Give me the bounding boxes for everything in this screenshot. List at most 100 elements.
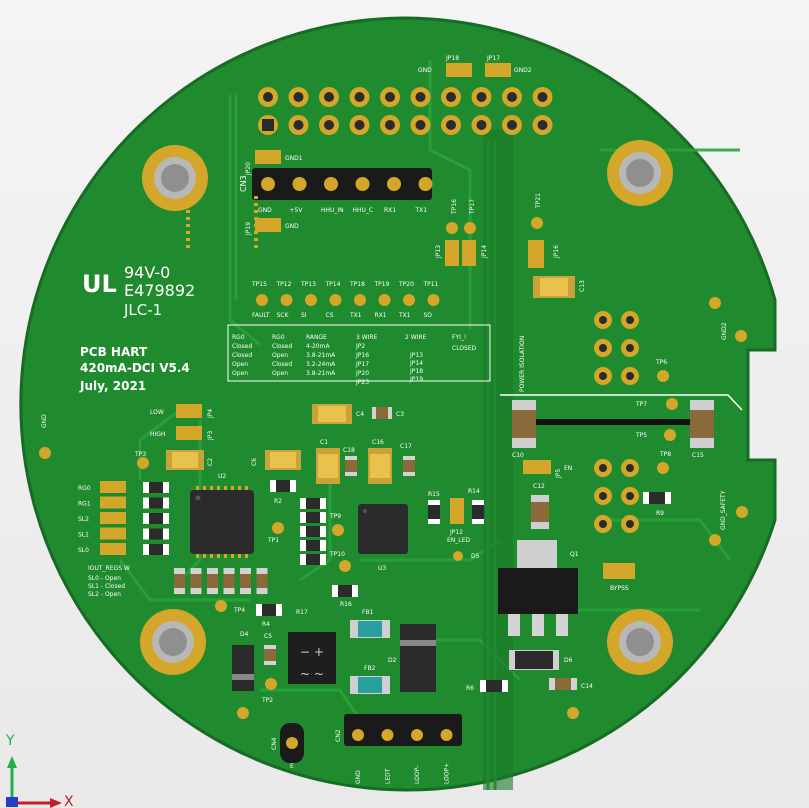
header-pin-hole <box>385 92 395 102</box>
jp20-ref: JP20 <box>245 162 252 176</box>
c13-ref: C13 <box>579 280 586 292</box>
jp20-net: GND1 <box>285 155 303 162</box>
ic-pin <box>254 196 258 199</box>
u3-ref: U3 <box>378 565 386 572</box>
fb2-ref: FB2 <box>364 665 376 672</box>
jumper-jp20: JP20 GND1 <box>245 150 303 176</box>
testpoint-tp16: TP16 <box>446 199 458 234</box>
c4-ref: C4 <box>356 411 364 418</box>
r16-ref: R16 <box>340 601 352 608</box>
ic-pin <box>254 217 258 220</box>
capacitor-c14: C14 <box>549 678 593 690</box>
tp8-ref: TP8 <box>659 451 671 458</box>
cn3-pin <box>292 177 307 191</box>
testpoint-label: CS <box>326 312 334 319</box>
cn2-ref: CN2 <box>335 729 342 742</box>
ic-pin <box>186 238 190 241</box>
cap-core <box>256 574 268 588</box>
tp5-ref: TP5 <box>635 432 647 439</box>
left-note: SL2 - Open <box>88 591 121 598</box>
led-d5: D5 <box>453 551 480 561</box>
tp7-ref: TP7 <box>635 401 647 408</box>
header-pin-hole <box>354 92 365 102</box>
testpoint-pad <box>305 294 317 306</box>
testpoint-tp9: TP9 <box>329 513 344 536</box>
config-cell: 4-20mA <box>306 343 330 350</box>
testpoint-tp6: TP6 <box>655 359 669 382</box>
jumper-jp14: JP14 <box>462 240 488 266</box>
config-cell: Open <box>272 370 288 377</box>
jp19-net: GND <box>285 223 299 230</box>
resistor-core <box>149 528 163 540</box>
testpoint-ref: TP19 <box>374 281 390 288</box>
testpoint-pad <box>403 294 415 306</box>
ic-pin <box>203 486 206 490</box>
iout-label: IOUT_REGS W <box>88 565 130 572</box>
cap-core <box>240 574 251 588</box>
cn4-connector: CN4 E <box>271 723 304 770</box>
cn3-pin-label: HHU_IN <box>321 207 344 214</box>
config-header: RG0 <box>272 334 285 341</box>
cn2-pin-label: LOOP+ <box>444 763 451 784</box>
config-cell: 3.2-24mA <box>306 361 336 368</box>
ic-pin <box>231 486 234 490</box>
jumper-jp12: JP12 EN_LED <box>447 498 470 544</box>
header-2x10 <box>258 87 553 135</box>
resistor-r4: R4 <box>256 604 282 628</box>
board-title-line1: PCB HART <box>80 345 148 359</box>
header-pin-hole <box>537 120 548 130</box>
gnd2-label: GND2 <box>721 322 728 340</box>
config-cell: Open <box>272 352 288 359</box>
testpoint-label: TX1 <box>398 312 411 319</box>
pad <box>39 447 51 459</box>
axis-triad: Y X <box>5 733 74 808</box>
jp18-ref: JP18 <box>445 55 459 62</box>
jumper-jp18: JP18 GND <box>418 55 472 77</box>
cn3-pin <box>418 177 433 191</box>
tp4-ref: TP4 <box>233 607 245 614</box>
testpoint-row: TP15FAULTTP12SCKTP13SITP14CSTP18TX1TP19R… <box>251 281 440 319</box>
testpoint-label: SCK <box>277 312 290 319</box>
through-hole-drill <box>599 492 607 500</box>
resistor-stack <box>300 498 326 565</box>
bridge-rectifier: − + ~ ~ <box>288 632 336 684</box>
capacitor-c15: C15 <box>690 400 714 459</box>
header-pin-hole <box>446 120 456 130</box>
header-pin-hole <box>476 92 487 102</box>
cn3-pin <box>355 177 370 191</box>
resistor-core <box>149 544 163 555</box>
left-jumper <box>100 543 126 555</box>
capacitor-c3: C3 <box>372 407 404 419</box>
capacitor-c16: C16 <box>368 439 392 484</box>
c10-ref: C10 <box>512 452 524 459</box>
ic-pin <box>186 196 190 199</box>
through-hole-drill <box>626 492 634 500</box>
left-note: SL1 - Closed <box>88 583 125 590</box>
left-note: SL0 - Open <box>88 575 121 582</box>
through-hole-drill <box>626 344 634 352</box>
ic-pin <box>245 554 248 558</box>
jumper-jp16: JP16 <box>528 240 560 268</box>
ferrite-fb2: FB2 <box>350 665 390 694</box>
capacitor-c1: C1 <box>316 439 340 484</box>
svg-text:UL: UL <box>82 270 117 298</box>
resistor-r9: R9 <box>643 492 671 517</box>
ic-pin <box>217 554 220 558</box>
config-header: 2 WIRE <box>405 334 427 341</box>
resistor-core <box>149 513 163 524</box>
ic-pin <box>217 486 220 490</box>
tp21-ref: TP21 <box>535 193 542 209</box>
testpoint-pad <box>378 294 391 306</box>
r9-ref: R9 <box>656 510 664 517</box>
c3-ref: C3 <box>396 411 404 418</box>
cert-maker: JLC-1 <box>123 301 162 319</box>
config-cell: JP18 <box>409 368 423 375</box>
cn2-pin <box>352 729 364 741</box>
capacitor-c4: C4 <box>312 404 364 424</box>
gnd-safety-label: GND_SAFETY <box>720 490 727 530</box>
config-cell: JP20 <box>355 370 369 377</box>
d5-ref: D5 <box>471 553 480 560</box>
config-cell: JP23 <box>355 379 369 386</box>
testpoint-tp8: TP8 <box>657 451 671 474</box>
